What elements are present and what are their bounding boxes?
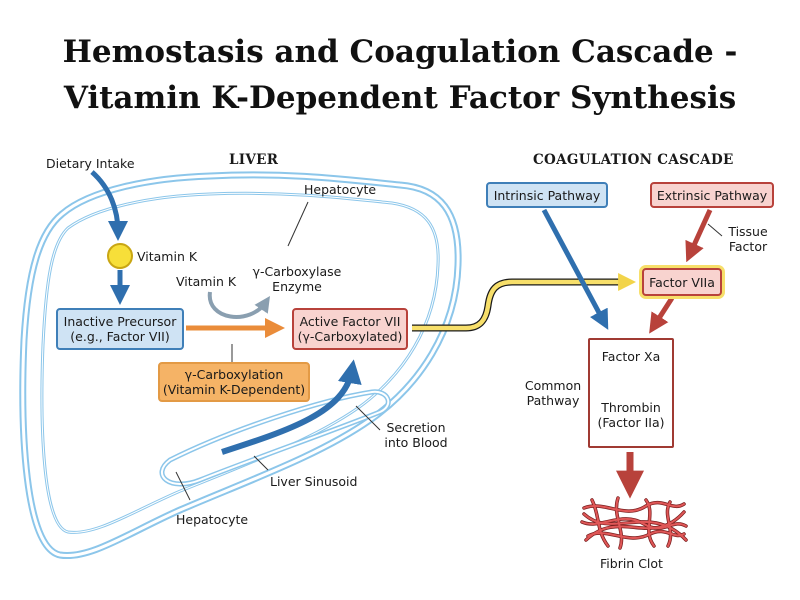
thrombin-label-line1: Thrombin bbox=[601, 400, 661, 415]
tissue-factor-label: Tissue Factor bbox=[720, 224, 776, 254]
factor-viia-to-xa-arrow bbox=[649, 296, 675, 334]
tissue-factor-arrow bbox=[685, 208, 713, 263]
hepatocyte-label-top: Hepatocyte bbox=[304, 182, 377, 197]
page-title-line1: Hemostasis and Coagulation Cascade - bbox=[62, 34, 738, 70]
secretion-line2: into Blood bbox=[384, 435, 448, 450]
factor-xa-label: Factor Xa bbox=[601, 349, 661, 364]
common-pathway-box: Factor Xa Thrombin (Factor IIa) bbox=[588, 338, 674, 448]
pointer-lines bbox=[175, 201, 723, 501]
carboxylation-box: γ-Carboxylation (Vitamin K-Dependent) bbox=[158, 362, 310, 402]
vitamin-k-cofactor-label: Vitamin K bbox=[176, 274, 237, 289]
tissue-factor-line2: Factor bbox=[728, 239, 768, 254]
enzyme-cofactor-arrow bbox=[207, 291, 271, 319]
tissue-factor-line1: Tissue bbox=[728, 224, 768, 239]
coagulation-cascade-heading: COAGULATION CASCADE bbox=[533, 152, 734, 168]
liver-sinusoid-label: Liver Sinusoid bbox=[270, 474, 358, 489]
vitamin-k-molecule bbox=[107, 243, 133, 269]
common-pathway-label: Common Pathway bbox=[512, 378, 594, 408]
sinusoid-membrane bbox=[159, 389, 391, 487]
enzyme-label-line2: Enzyme bbox=[272, 279, 322, 294]
inactive-precursor-box: Inactive Precursor (e.g., Factor VII) bbox=[56, 308, 184, 350]
active-factor-line1: Active Factor VII bbox=[299, 314, 401, 329]
extrinsic-pathway-label: Extrinsic Pathway bbox=[656, 187, 768, 203]
hepatocyte-label-bottom: Hepatocyte bbox=[176, 512, 249, 527]
secretion-arrow bbox=[221, 359, 362, 455]
carboxylation-line2: (Vitamin K-Dependent) bbox=[162, 382, 306, 397]
intrinsic-to-factor-xa-arrow bbox=[541, 208, 609, 330]
enzyme-label-line1: γ-Carboxylase bbox=[252, 264, 342, 279]
secretion-line1: Secretion bbox=[386, 420, 446, 435]
dietary-intake-label: Dietary Intake bbox=[46, 156, 135, 171]
factor-viia-box: Factor VIIa bbox=[642, 268, 722, 296]
active-factor-line2: (γ-Carboxylated) bbox=[297, 329, 403, 344]
extrinsic-pathway-box: Extrinsic Pathway bbox=[650, 182, 774, 208]
page-title-line2: Vitamin K-Dependent Factor Synthesis bbox=[63, 80, 737, 116]
thrombin-label-line2: (Factor IIa) bbox=[597, 415, 665, 430]
fibrin-mesh-icon bbox=[580, 496, 688, 550]
inactive-precursor-line1: Inactive Precursor bbox=[63, 314, 177, 329]
factor-viia-label: Factor VIIa bbox=[649, 274, 715, 290]
gamma-carboxylase-enzyme-label: γ-Carboxylase Enzyme bbox=[248, 264, 346, 294]
vitamin-k-label: Vitamin K bbox=[137, 249, 198, 264]
common-pathway-line2: Pathway bbox=[526, 393, 580, 408]
liver-heading: LIVER bbox=[229, 152, 279, 168]
dietary-intake-arrow bbox=[90, 170, 128, 241]
intrinsic-pathway-label: Intrinsic Pathway bbox=[493, 187, 601, 203]
secretion-label: Secretion into Blood bbox=[376, 420, 456, 450]
intrinsic-pathway-box: Intrinsic Pathway bbox=[486, 182, 608, 208]
carboxylation-line1: γ-Carboxylation bbox=[184, 367, 284, 382]
active-factor-vii-box: Active Factor VII (γ-Carboxylated) bbox=[292, 308, 408, 350]
inactive-precursor-line2: (e.g., Factor VII) bbox=[70, 329, 170, 344]
common-pathway-line1: Common bbox=[524, 378, 582, 393]
fibrin-clot-label: Fibrin Clot bbox=[600, 556, 663, 571]
